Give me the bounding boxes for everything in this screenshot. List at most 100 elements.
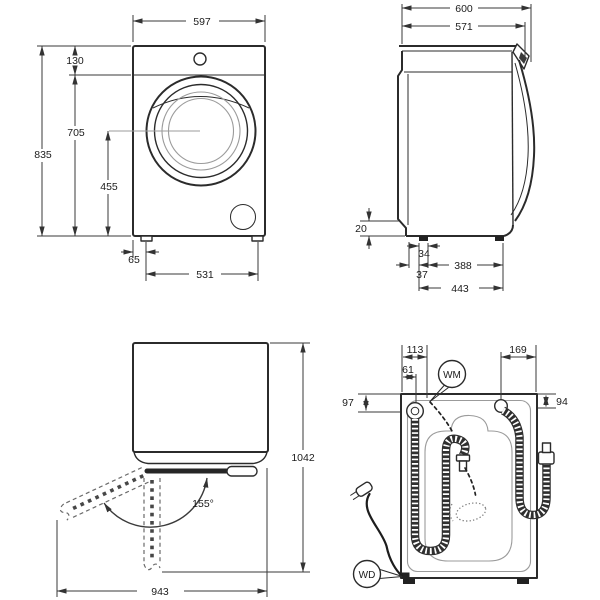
dim-label: 597 [193, 16, 211, 28]
dim-label: 388 [454, 260, 472, 272]
dim-label: 455 [100, 181, 118, 193]
rear-inner-outline [406, 399, 532, 573]
front-filter-cap [230, 204, 256, 230]
rear-drain-hose [406, 401, 487, 556]
dim-label: 571 [455, 21, 473, 33]
dim-front-door-center: 455 [100, 130, 118, 237]
dim-label: 443 [451, 283, 469, 295]
rear-cord-clip [401, 572, 410, 579]
dim-label: 1042 [291, 452, 315, 464]
front-view: 597 835 130 705 455 65 [34, 15, 266, 281]
dim-front-width: 597 [132, 16, 266, 28]
dim-label: 943 [151, 586, 169, 598]
dim-side-rear-offset: 37 [396, 262, 430, 281]
side-flap-slot [519, 52, 527, 64]
wd-label: WD [359, 570, 376, 581]
dim-label: 61 [402, 364, 414, 376]
dim-label: 130 [66, 55, 84, 67]
wd-balloon-circle [352, 559, 382, 589]
dim-front-panel-to-floor: 705 [67, 74, 85, 237]
rear-extension-lines [358, 345, 556, 413]
top-door-handle-cover [226, 465, 258, 477]
dim-label: 20 [355, 223, 367, 235]
water-splash-icon [455, 502, 487, 522]
dim-side-feet-span: 443 [418, 283, 504, 295]
power-cord-line [365, 492, 404, 578]
side-machine-outline [397, 43, 536, 241]
top-view: 155° 1042 943 [56, 342, 315, 598]
dim-label: 705 [67, 127, 85, 139]
top-machine-outline [132, 342, 269, 477]
drain-outlet-icon [406, 402, 425, 421]
front-foot-left [140, 235, 153, 242]
rear-power-cord [350, 481, 404, 578]
drain-hose-fitting [455, 454, 471, 462]
front-knob-icon [193, 52, 207, 66]
side-extension-lines [360, 4, 532, 291]
rear-foot-left [403, 578, 415, 584]
dim-front-total-height: 835 [34, 45, 52, 237]
top-extension-lines [56, 342, 310, 597]
drain-route-dashed-2 [464, 467, 477, 496]
side-foot-rear [419, 236, 428, 241]
dim-rear-inlet-from-right: 169 [500, 344, 537, 360]
inlet-hose-coupling [537, 451, 555, 465]
dim-label: 835 [34, 149, 52, 161]
dim-front-top-to-panel: 130 [66, 45, 84, 76]
dim-side-total-depth: 600 [401, 3, 532, 15]
side-rear-outline [397, 51, 407, 236]
dim-label: 65 [128, 254, 140, 266]
side-bottom-front-corner [503, 224, 514, 237]
side-door-bulge-outer [514, 59, 536, 222]
top-swing-arc: 155° [103, 477, 214, 528]
dim-side-rear-foot-width: 34 [407, 243, 440, 260]
dim-label: 37 [416, 269, 428, 281]
dim-label: 97 [342, 397, 354, 409]
drain-route-dashed [429, 401, 454, 433]
dim-top-depth-open: 1042 [291, 342, 315, 573]
top-front-band [133, 451, 268, 465]
top-door-open-90 [143, 478, 161, 571]
front-foot-right [251, 235, 264, 242]
dim-label: 34 [418, 248, 430, 260]
top-cabinet [132, 342, 269, 453]
dim-front-foot-offset: 65 [121, 249, 159, 266]
dim-side-rear-gap: 20 [355, 208, 372, 249]
front-cabinet [132, 45, 266, 237]
side-door-bulge-inner [510, 62, 529, 216]
rear-inlet-hose [494, 399, 555, 520]
dim-side-feet-distance: 388 [427, 260, 504, 272]
side-foot-front [495, 236, 504, 241]
inlet-hose-nipple [541, 442, 552, 454]
dim-label: 169 [509, 344, 527, 356]
wm-balloon-circle [437, 359, 467, 389]
rear-foot-right [517, 578, 529, 584]
power-plug-icon [355, 481, 373, 497]
rear-view: WM WD 113 61 169 [342, 344, 568, 589]
dim-rear-left-drop: 97 [342, 395, 369, 411]
dim-label: 113 [407, 344, 424, 356]
wd-leader [379, 569, 403, 579]
dim-top-width-open: 943 [56, 586, 268, 598]
wm-label: WM [443, 370, 461, 381]
side-front-edge [511, 51, 514, 226]
dim-side-cabinet-depth: 571 [401, 21, 526, 33]
wd-balloon: WD [352, 559, 403, 589]
dim-rear-right-drop: 94 [543, 395, 568, 408]
dim-rear-drain-from-left: 61 [402, 364, 417, 380]
drain-hose-spout [458, 460, 468, 472]
dim-label: 531 [196, 269, 214, 281]
dim-rear-mark-from-left: 113 [402, 344, 428, 360]
side-view: 600 571 20 34 37 388 [355, 3, 536, 295]
rear-tub-outline [424, 414, 513, 562]
dim-front-feet-spacing: 531 [145, 269, 259, 281]
dim-label: 94 [556, 396, 568, 408]
top-door-open-155 [59, 467, 149, 521]
door-angle-label: 155° [192, 498, 214, 510]
drain-outlet-inner [410, 406, 420, 416]
front-machine-outline [109, 45, 266, 242]
dim-label: 600 [455, 3, 473, 15]
wm-leader [429, 384, 449, 402]
